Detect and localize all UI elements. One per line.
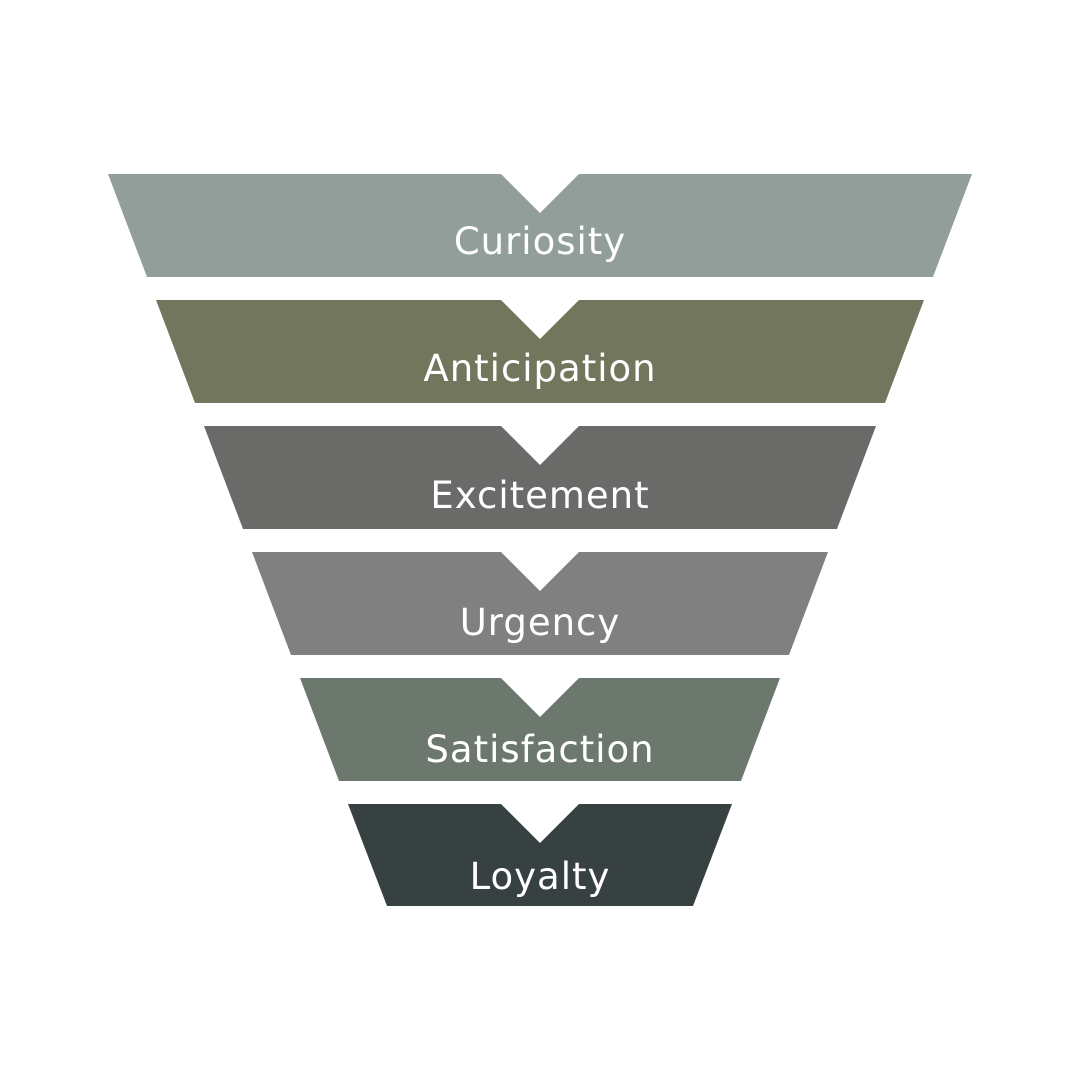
stage-label-excitement: Excitement bbox=[430, 474, 649, 517]
stage-label-loyalty: Loyalty bbox=[470, 855, 611, 898]
funnel-band-excitement bbox=[204, 426, 876, 529]
funnel-band-urgency bbox=[252, 552, 828, 655]
funnel-stage-urgency: Urgency bbox=[252, 552, 828, 655]
stage-label-urgency: Urgency bbox=[460, 601, 621, 644]
funnel-stage-anticipation: Anticipation bbox=[156, 300, 924, 403]
funnel-stage-curiosity: Curiosity bbox=[108, 174, 972, 277]
stage-label-satisfaction: Satisfaction bbox=[425, 728, 654, 771]
funnel-band-loyalty bbox=[348, 804, 732, 906]
stage-label-curiosity: Curiosity bbox=[454, 220, 626, 263]
funnel-band-satisfaction bbox=[300, 678, 780, 781]
funnel-stage-loyalty: Loyalty bbox=[348, 804, 732, 906]
stage-label-anticipation: Anticipation bbox=[423, 347, 656, 390]
funnel-stage-excitement: Excitement bbox=[204, 426, 876, 529]
funnel-band-curiosity bbox=[108, 174, 972, 277]
funnel-band-anticipation bbox=[156, 300, 924, 403]
funnel-stage-satisfaction: Satisfaction bbox=[300, 678, 780, 781]
